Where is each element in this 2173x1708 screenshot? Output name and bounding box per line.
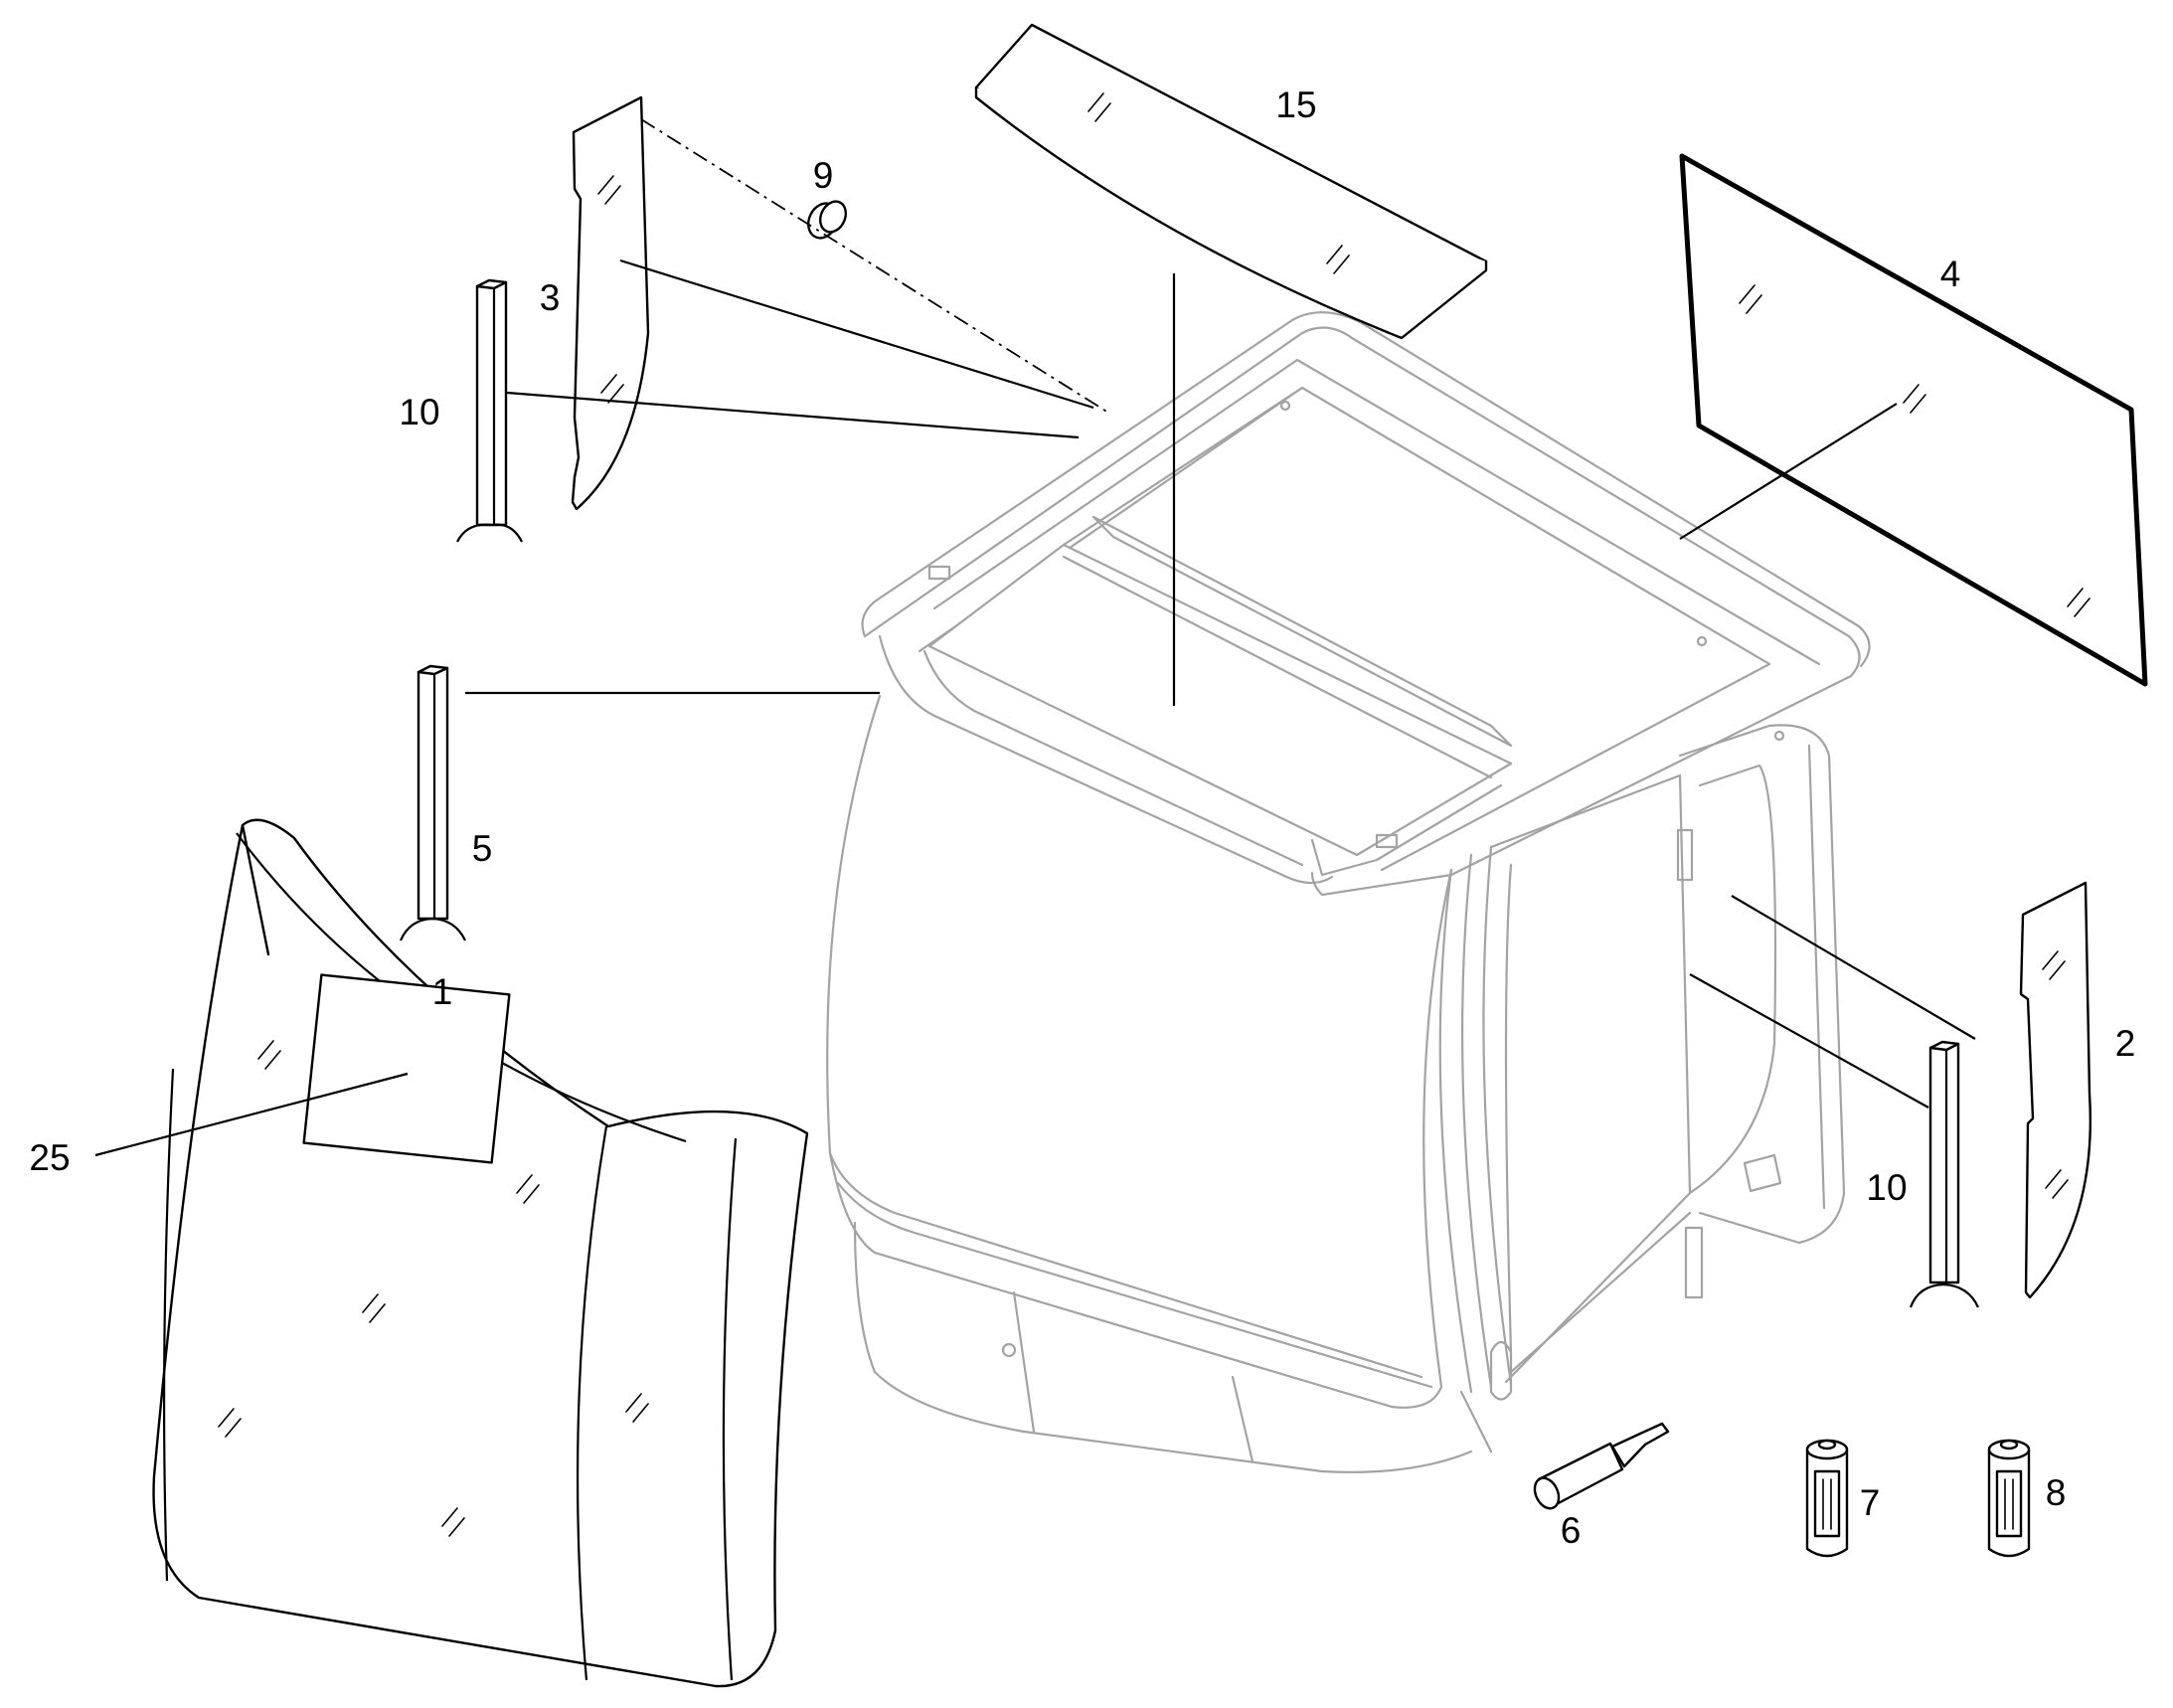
seal-strip-part-5 (399, 664, 466, 941)
rear-glass-part-4 (1679, 153, 2148, 687)
callout-7: 7 (1860, 1482, 1881, 1523)
leader-9-dash (640, 118, 1109, 414)
leader-25 (94, 1072, 409, 1157)
adhesive-tube-part-6 (1533, 1422, 1670, 1510)
callout-4: 4 (1940, 254, 1961, 294)
callout-25: 25 (29, 1137, 70, 1178)
side-glass-part-3 (571, 95, 650, 511)
callout-labels: 1 2 3 4 5 6 7 8 9 10 10 15 25 (29, 85, 2135, 1551)
callout-15: 15 (1275, 85, 1316, 125)
callout-1: 1 (432, 971, 453, 1012)
side-glass-part-2 (2019, 881, 2092, 1299)
callout-10-right: 10 (1866, 1167, 1907, 1208)
callout-2: 2 (2115, 1023, 2136, 1064)
windscreen-part-1 (152, 818, 809, 1688)
seal-strip-part-10-left (456, 278, 523, 543)
callout-10-left: 10 (399, 392, 439, 432)
roof-glass-part-15 (974, 23, 1488, 340)
callout-9: 9 (813, 155, 834, 196)
callout-5: 5 (472, 828, 493, 869)
grommet-part-9 (807, 200, 848, 240)
leader-lines (94, 118, 1976, 1157)
callout-3: 3 (540, 277, 561, 318)
callout-8: 8 (2046, 1472, 2067, 1513)
seal-strip-part-10-right (1909, 1040, 1980, 1308)
leader-4 (1679, 403, 1898, 540)
cartridge-part-7 (1805, 1439, 1849, 1558)
leader-10-right (1689, 973, 1929, 1109)
cab-body (826, 311, 1871, 1473)
leader-10-left (506, 391, 1080, 439)
cartridge-part-8 (1987, 1439, 2031, 1558)
leader-2 (1731, 895, 1976, 1040)
leader-3 (619, 258, 1094, 410)
callout-6: 6 (1561, 1510, 1582, 1551)
